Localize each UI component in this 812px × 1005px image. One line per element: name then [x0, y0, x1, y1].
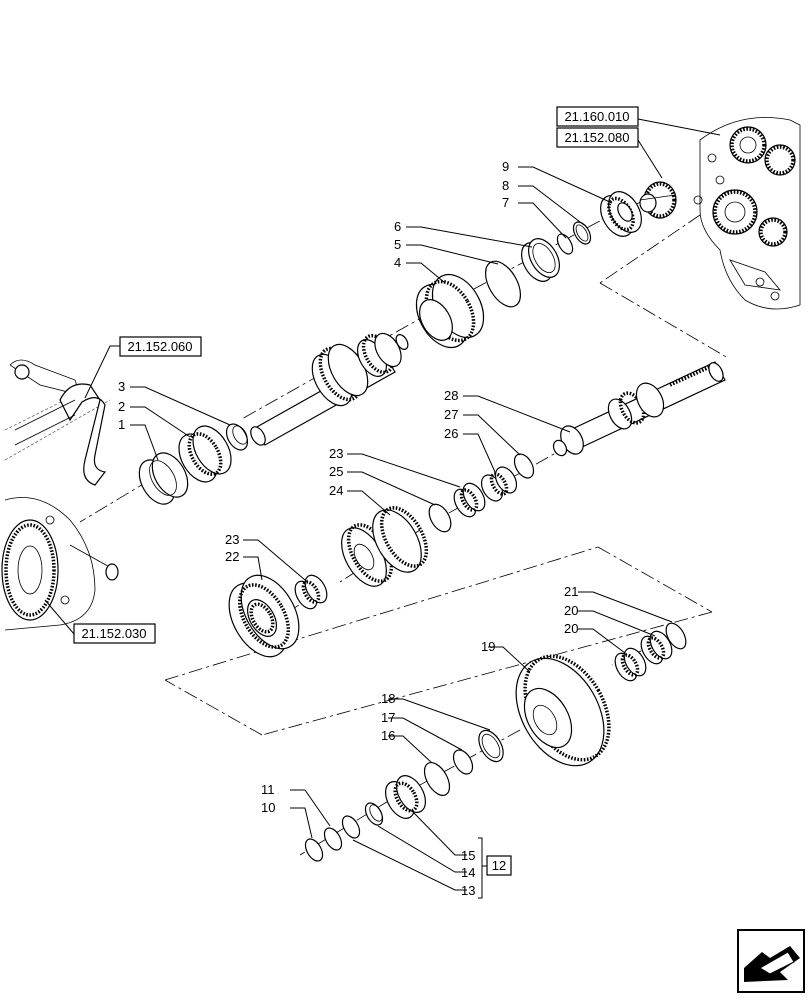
- callout-23-lower: 23: [225, 532, 239, 547]
- callout-20-lower: 20: [564, 621, 578, 636]
- synchronizer-22: [228, 574, 300, 658]
- callout-8: 8: [502, 178, 509, 193]
- svg-text:21.160.010: 21.160.010: [564, 109, 629, 124]
- output-shaft: [552, 361, 726, 457]
- ring-14: [364, 802, 384, 826]
- callout-17: 17: [381, 710, 395, 725]
- group-12-box[interactable]: 12: [486, 855, 512, 876]
- snap-ring-27: [513, 453, 535, 479]
- bearing-15: [384, 775, 427, 819]
- bearing-9: [600, 191, 642, 237]
- svg-text:21.152.030: 21.152.030: [81, 626, 146, 641]
- callout-26: 26: [444, 426, 458, 441]
- callout-15: 15: [461, 848, 475, 863]
- callout-1: 1: [118, 417, 125, 432]
- bearing-race-6: [521, 238, 560, 282]
- snap-ring-7: [556, 233, 574, 255]
- snap-ring-16: [423, 762, 451, 796]
- gear-19: [515, 654, 611, 767]
- ref-21-152-080[interactable]: 21.152.080: [556, 127, 639, 148]
- callout-19: 19: [481, 639, 495, 654]
- gearbox-housing: [639, 117, 801, 310]
- ring-17: [452, 749, 474, 775]
- callout-22: 22: [225, 549, 239, 564]
- ring-25: [428, 503, 452, 533]
- callout-28: 28: [444, 388, 458, 403]
- ring-11: [323, 827, 343, 851]
- sleeve-1: [138, 452, 189, 505]
- callout-14: 14: [461, 865, 475, 880]
- svg-text:21.152.080: 21.152.080: [564, 130, 629, 145]
- callout-16: 16: [381, 728, 395, 743]
- sleeve-2: [178, 425, 232, 483]
- callout-25: 25: [329, 464, 343, 479]
- svg-text:21.152.060: 21.152.060: [127, 339, 192, 354]
- arrow-navigation-icon[interactable]: [737, 929, 805, 993]
- callout-23-upper: 23: [329, 446, 343, 461]
- bearing-20-upper: [640, 630, 673, 665]
- ref-21-152-030[interactable]: 21.152.030: [73, 623, 156, 644]
- callout-3: 3: [118, 379, 125, 394]
- ring-18: [478, 729, 504, 763]
- callout-21: 21: [564, 584, 578, 599]
- shift-fork-assembly: [4, 359, 111, 486]
- callout-10: 10: [261, 800, 275, 815]
- gear-4: [415, 273, 485, 349]
- bearing-20-lower: [614, 647, 647, 682]
- callout-labels: 9 8 7 6 5 4 3 2 1 28 27 26 23 25 24 23 2…: [118, 159, 578, 898]
- callout-27: 27: [444, 407, 458, 422]
- ref-21-152-060[interactable]: 21.152.060: [119, 336, 202, 357]
- input-shaft: [250, 332, 409, 446]
- ref-21-160-010[interactable]: 21.160.010: [556, 106, 639, 127]
- callout-5: 5: [394, 237, 401, 252]
- callout-7: 7: [502, 195, 509, 210]
- callout-9: 9: [502, 159, 509, 174]
- ring-13: [341, 815, 361, 839]
- callout-18: 18: [381, 691, 395, 706]
- svg-text:12: 12: [492, 858, 506, 873]
- gear-24: [341, 506, 429, 587]
- callout-6: 6: [394, 219, 401, 234]
- callout-4: 4: [394, 255, 401, 270]
- bearing-26: [480, 466, 518, 502]
- bearing-23-upper: [453, 482, 486, 518]
- callout-2: 2: [118, 399, 125, 414]
- callout-20-upper: 20: [564, 603, 578, 618]
- clutch-housing: [1, 497, 119, 631]
- ring-8: [572, 221, 592, 245]
- callout-13: 13: [461, 883, 475, 898]
- snap-ring-10: [304, 838, 324, 862]
- callout-11: 11: [261, 782, 275, 797]
- callout-24: 24: [329, 483, 343, 498]
- bearing-23-lower: [294, 574, 328, 610]
